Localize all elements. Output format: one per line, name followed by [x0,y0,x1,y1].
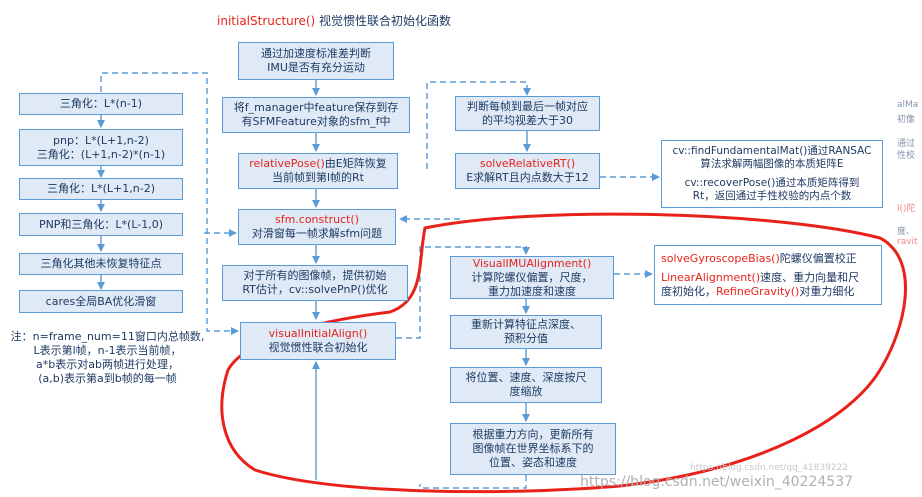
left-box-pnp-triangulate: pnp：L*(L+1,n-2) 三角化：(L+1,n-2)*(n-1) [19,129,183,166]
center-box-line: 有SFMFeature对象的sfm_f中 [241,115,391,128]
center-box-line: IMU是否有充分运动 [267,61,365,74]
visual-imu-alignment-fn: VisualIMUAlignment() [472,256,592,270]
note-line: 注：n=frame_num=11窗口内总帧数, [10,330,205,343]
align-box-line: 度缩放 [509,385,543,398]
sfm-construct-fn: sfm.construct() [274,213,360,226]
center-box-line: 视觉惯性联合初始化 [268,341,368,354]
align-box-line: 根据重力方向，更新所有 [472,428,594,441]
left-box-line: cares全局BA优化滑窗 [45,294,157,308]
left-box-line: 三角化：(L+1,n-2)*(n-1) [36,147,166,161]
align-box-line: 图像帧在世界坐标系下的 [472,442,594,455]
left-box-triangulate-others: 三角化其他未恢复特征点 [19,253,183,275]
center-box-relative-pose: relativePose()由E矩阵恢复 当前帧到第l帧的Rt [238,153,398,189]
left-box-line: 三角化其他未恢复特征点 [40,257,162,270]
cv-box-line: 算法求解两幅图像的本质矩阵E [700,158,844,170]
left-box-global-ba: cares全局BA优化滑窗 [19,290,183,313]
solve-gyroscope-bias-fn: solveGyroscopeBias() [661,251,780,265]
frame-note: 注：n=frame_num=11窗口内总帧数, L表示第l帧，n-1表示当前帧，… [0,330,215,386]
align-box-line: 位置、姿态和速度 [489,456,577,469]
right-box-line: 判断每帧到最后一帧对应 [467,99,588,113]
center-box-solve-pnp: 对于所有的图像帧，提供初始 RT估计，cv::solvePnP()优化 [222,265,408,301]
gyro-line-rest: 对重力细化 [799,284,855,298]
side-fragment: 度、 [897,227,916,237]
center-box-line: 通过加速度标准差判断 [261,47,371,60]
side-fragment: 初像 [897,115,916,125]
gyro-bias-box: solveGyroscopeBias()陀螺仪偏置校正 LinearAlignm… [654,245,882,305]
center-box-line: 对滑窗每一帧求解sfm问题 [251,227,383,240]
right-box-line: E求解RT且内点数大于12 [466,171,589,184]
align-box-scale: 将位置、速度、深度按尺 度缩放 [450,367,602,403]
align-box-line: 计算陀螺仪偏置，尺度， [471,270,593,284]
center-box-line: 当前帧到第l帧的Rt [271,171,364,184]
note-line: (a,b)表示第a到b帧的每一帧 [38,372,177,385]
right-box-line: 的平均视差大于30 [482,113,573,127]
cv-box-line: Rt，返回通过手性校验的内点个数 [692,190,852,202]
left-box-triangulate-1: 三角化：L*(n-1) [19,93,183,115]
center-box-line: 对于所有的图像帧，提供初始 [243,269,387,282]
note-line: L表示第l帧，n-1表示当前帧， [33,344,182,357]
gyro-line-rest: 陀螺仪偏置校正 [779,251,857,265]
align-box-recompute-depth: 重新计算特征点深度、 预积分值 [450,315,602,349]
refine-gravity-fn: RefineGravity() [716,284,800,298]
watermark-faint: https://blog.csdn.net/qq_41839222 [690,463,849,473]
align-box-line: 重力加速度和速度 [488,284,576,298]
center-box-line: 将f_manager中feature保存到存 [233,101,399,114]
linear-alignment-fn: LinearAlignment() [661,270,761,284]
left-box-triangulate-2: 三角化：L*(L+1,n-2) [19,178,183,200]
gyro-line-rest: 度初始化， [661,284,716,298]
right-box-solve-relative-rt: solveRelativeRT() E求解RT且内点数大于12 [455,153,600,189]
center-box-imu-check: 通过加速度标准差判断 IMU是否有充分运动 [238,42,394,80]
relative-pose-rest: 由E矩阵恢复 [324,157,387,170]
side-fragment: alMa [897,100,919,110]
right-box-parallax-check: 判断每帧到最后一帧对应 的平均视差大于30 [455,96,600,131]
note-line: a*b表示对ab两帧进行处理， [36,358,179,371]
align-box-gravity-update: 根据重力方向，更新所有 图像帧在世界坐标系下的 位置、姿态和速度 [450,423,616,475]
center-box-line: RT估计，cv::solvePnP()优化 [242,283,388,296]
side-fragment: l()陀 [897,204,916,214]
left-box-pnp-triangulate-2: PNP和三角化：L*(L-1,0) [19,213,183,236]
left-box-line: pnp：L*(L+1,n-2) [53,133,149,147]
solve-relative-rt-fn: solveRelativeRT() [479,157,576,170]
cv-box-line: cv::findFundamentalMat()通过RANSAC [672,145,872,157]
diagram-title: initialStructure() 视觉惯性联合初始化函数 [217,12,451,29]
align-box-visual-imu: VisualIMUAlignment() 计算陀螺仪偏置，尺度， 重力加速度和速… [450,256,614,299]
relative-pose-fn: relativePose() [249,157,325,170]
watermark-main: https://blog.csdn.net/weixin_40224537 [580,474,854,490]
cv-box-line: cv::recoverPose()通过本质矩阵得到 [684,177,860,189]
align-box-line: 重新计算特征点深度、 [471,318,581,331]
side-fragment: 性校 [897,151,916,161]
left-box-line: 三角化：L*(n-1) [59,97,143,110]
cv-fundamental-box: cv::findFundamentalMat()通过RANSAC 算法求解两幅图… [661,140,883,208]
title-description: 视觉惯性联合初始化函数 [319,14,452,28]
left-box-line: 三角化：L*(L+1,n-2) [47,182,155,195]
left-box-line: PNP和三角化：L*(L-1,0) [38,217,164,231]
center-box-sfm-construct: sfm.construct() 对滑窗每一帧求解sfm问题 [238,209,396,245]
visual-initial-align-fn: visualInitialAlign() [268,327,368,340]
center-box-visual-initial-align: visualInitialAlign() 视觉惯性联合初始化 [240,322,396,360]
center-box-sfm-feature: 将f_manager中feature保存到存 有SFMFeature对象的sfm… [222,97,410,133]
title-function: initialStructure() [217,14,316,28]
align-box-line: 将位置、速度、深度按尺 [465,371,587,384]
side-fragment: ravit [897,237,918,247]
side-fragment: 通过 [897,139,916,149]
align-box-line: 预积分值 [504,332,548,345]
gyro-line-rest: 速度、重力向量和尺 [760,270,860,284]
